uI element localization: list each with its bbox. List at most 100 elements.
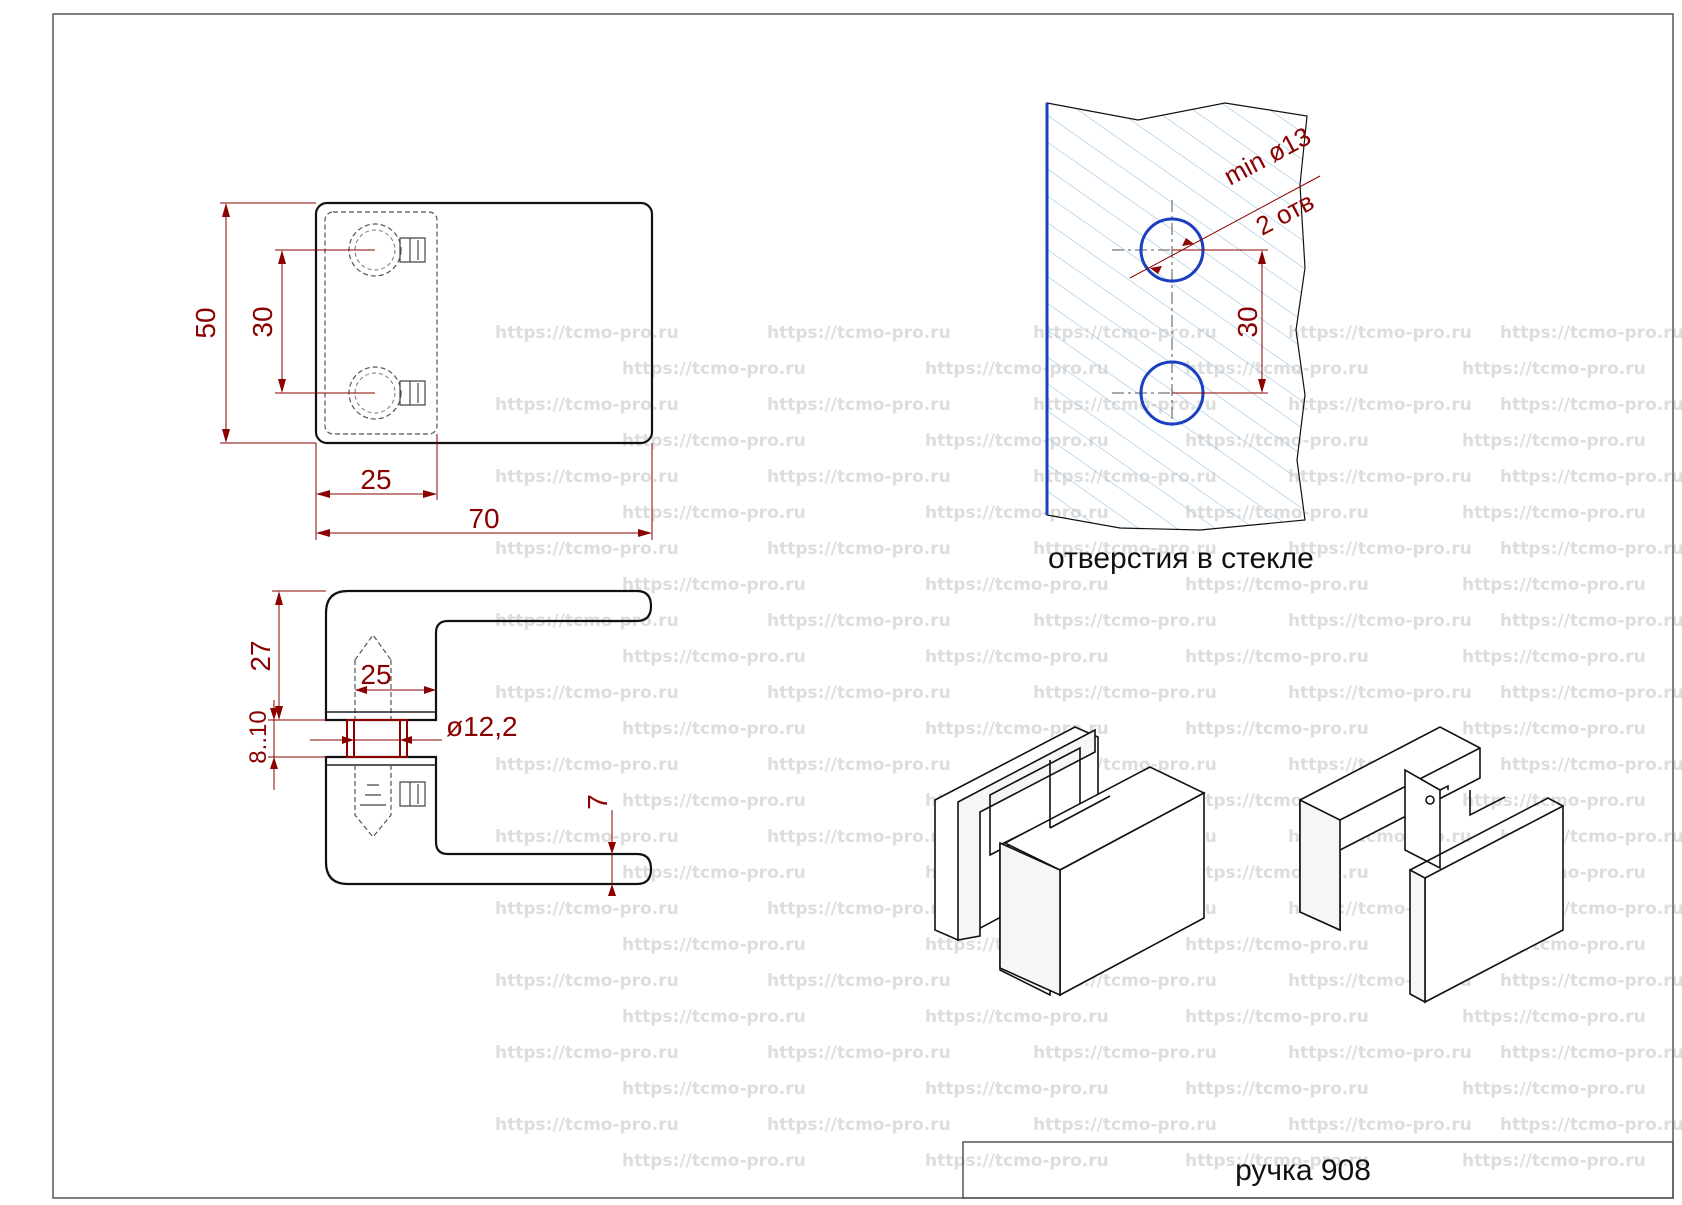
watermark-text: https://tcmo-pro.ru: [622, 935, 806, 955]
watermark-text: https://tcmo-pro.ru: [495, 971, 679, 991]
watermark-text: https://tcmo-pro.ru: [925, 1151, 1109, 1171]
watermark-text: https://tcmo-pro.ru: [495, 827, 679, 847]
dim-front-total-width: 70: [468, 503, 499, 534]
watermark-text: https://tcmo-pro.ru: [1500, 539, 1682, 559]
watermark-text: https://tcmo-pro.ru: [1185, 1007, 1369, 1027]
dim-side-height: 27: [245, 640, 276, 671]
watermark-text: https://tcmo-pro.ru: [1033, 683, 1217, 703]
watermark-text: https://tcmo-pro.ru: [767, 683, 951, 703]
side-view-dimensions: [268, 590, 616, 896]
watermark-text: https://tcmo-pro.ru: [1288, 611, 1472, 631]
watermark-text: https://tcmo-pro.ru: [495, 323, 679, 343]
watermark-text: https://tcmo-pro.ru: [1500, 395, 1682, 415]
watermark-text: https://tcmo-pro.ru: [1462, 647, 1646, 667]
watermark-text: https://tcmo-pro.ru: [1033, 611, 1217, 631]
watermark-text: https://tcmo-pro.ru: [622, 863, 806, 883]
watermark-text: https://tcmo-pro.ru: [1500, 755, 1682, 775]
dim-handle-thickness: 7: [582, 794, 613, 810]
watermark-text: https://tcmo-pro.ru: [1500, 1115, 1682, 1135]
watermark-text: https://tcmo-pro.ru: [1500, 611, 1682, 631]
title-text: ручка 908: [1235, 1154, 1371, 1187]
watermark-text: https://tcmo-pro.ru: [1288, 467, 1472, 487]
watermark-text: https://tcmo-pro.ru: [495, 467, 679, 487]
watermark-text: https://tcmo-pro.ru: [1185, 575, 1369, 595]
watermark-text: https://tcmo-pro.ru: [495, 1043, 679, 1063]
watermark-text: https://tcmo-pro.ru: [767, 611, 951, 631]
isometric-view-right: [1299, 726, 1564, 1004]
watermark-text: https://tcmo-pro.ru: [767, 899, 951, 919]
watermark-text: https://tcmo-pro.ru: [622, 1079, 806, 1099]
watermark-text: https://tcmo-pro.ru: [1500, 971, 1682, 991]
watermark-text: https://tcmo-pro.ru: [1033, 539, 1217, 559]
watermark-text: https://tcmo-pro.ru: [495, 539, 679, 559]
dim-front-height: 50: [190, 307, 221, 338]
glass-bolt-section: [346, 719, 408, 758]
watermark-text: https://tcmo-pro.ru: [1033, 1115, 1217, 1135]
drawing-frame: [52, 13, 1674, 1199]
watermark-text: https://tcmo-pro.ru: [767, 1115, 951, 1135]
isometric-view-left: [934, 726, 1206, 997]
front-view: [314, 201, 654, 445]
watermark-text: https://tcmo-pro.ru: [1185, 647, 1369, 667]
dim-glass-thickness: 8..10: [245, 710, 272, 763]
watermark-text: https://tcmo-pro.ru: [767, 395, 951, 415]
watermark-text: https://tcmo-pro.ru: [622, 575, 806, 595]
watermark-text: https://tcmo-pro.ru: [1462, 431, 1646, 451]
watermark-text: https://tcmo-pro.ru: [1288, 395, 1472, 415]
watermark-text: https://tcmo-pro.ru: [495, 899, 679, 919]
glass-caption: отверстия в стекле: [1048, 542, 1314, 575]
watermark-text: https://tcmo-pro.ru: [767, 323, 951, 343]
watermark-text: https://tcmo-pro.ru: [1462, 503, 1646, 523]
watermark-text: https://tcmo-pro.ru: [1462, 1151, 1646, 1171]
watermark-text: https://tcmo-pro.ru: [767, 1043, 951, 1063]
watermark-text: https://tcmo-pro.ru: [1288, 683, 1472, 703]
watermark-text: https://tcmo-pro.ru: [1462, 1079, 1646, 1099]
dim-side-clamp-width: 25: [360, 659, 391, 690]
glass-view-dimensions: [1129, 175, 1321, 394]
watermark-text: https://tcmo-pro.ru: [1185, 863, 1369, 883]
watermark-text: https://tcmo-pro.ru: [622, 1151, 806, 1171]
side-view: [324, 589, 653, 886]
watermark-text: https://tcmo-pro.ru: [622, 719, 806, 739]
watermark-text: https://tcmo-pro.ru: [495, 683, 679, 703]
watermark-text: https://tcmo-pro.ru: [1288, 1043, 1472, 1063]
watermark-text: https://tcmo-pro.ru: [1288, 539, 1472, 559]
watermark-text: https://tcmo-pro.ru: [1462, 719, 1646, 739]
dim-bolt-diameter: ø12,2: [446, 711, 518, 742]
watermark-text: https://tcmo-pro.ru: [1500, 323, 1682, 343]
handle-front-outline: [314, 201, 654, 445]
watermark-text: https://tcmo-pro.ru: [767, 539, 951, 559]
watermark-text: https://tcmo-pro.ru: [1185, 1079, 1369, 1099]
watermark-text: https://tcmo-pro.ru: [767, 467, 951, 487]
watermark-text: https://tcmo-pro.ru: [622, 359, 806, 379]
watermark-text: https://tcmo-pro.ru: [495, 1115, 679, 1135]
watermark-text: https://tcmo-pro.ru: [1500, 1043, 1682, 1063]
watermark-text: https://tcmo-pro.ru: [622, 647, 806, 667]
handle-upper-profile: [324, 589, 653, 722]
watermark-text: https://tcmo-pro.ru: [925, 1007, 1109, 1027]
watermark-text: https://tcmo-pro.ru: [1185, 935, 1369, 955]
dim-front-hole-spacing: 30: [247, 306, 278, 337]
dim-front-clamp-width: 25: [360, 464, 391, 495]
front-view-dimensions: [220, 202, 653, 540]
watermark-text: https://tcmo-pro.ru: [1185, 719, 1369, 739]
watermark-text: https://tcmo-pro.ru: [767, 971, 951, 991]
title-block: [962, 1141, 1674, 1199]
watermark-text: https://tcmo-pro.ru: [495, 395, 679, 415]
watermark-text: https://tcmo-pro.ru: [622, 431, 806, 451]
watermark-text: https://tcmo-pro.ru: [1500, 467, 1682, 487]
watermark-text: https://tcmo-pro.ru: [1462, 575, 1646, 595]
watermark-text: https://tcmo-pro.ru: [925, 647, 1109, 667]
handle-lower-profile: [324, 755, 653, 886]
watermark-text: https://tcmo-pro.ru: [925, 575, 1109, 595]
watermark-text: https://tcmo-pro.ru: [1185, 1151, 1369, 1171]
glass-hatch-area: [1046, 102, 1308, 531]
watermark-text: https://tcmo-pro.ru: [925, 1079, 1109, 1099]
watermark-text: https://tcmo-pro.ru: [495, 755, 679, 775]
watermark-text: https://tcmo-pro.ru: [767, 755, 951, 775]
watermark-text: https://tcmo-pro.ru: [1288, 323, 1472, 343]
watermark-text: https://tcmo-pro.ru: [1288, 1115, 1472, 1135]
clamp-hidden-outline: [324, 211, 438, 435]
watermark-text: https://tcmo-pro.ru: [622, 1007, 806, 1027]
